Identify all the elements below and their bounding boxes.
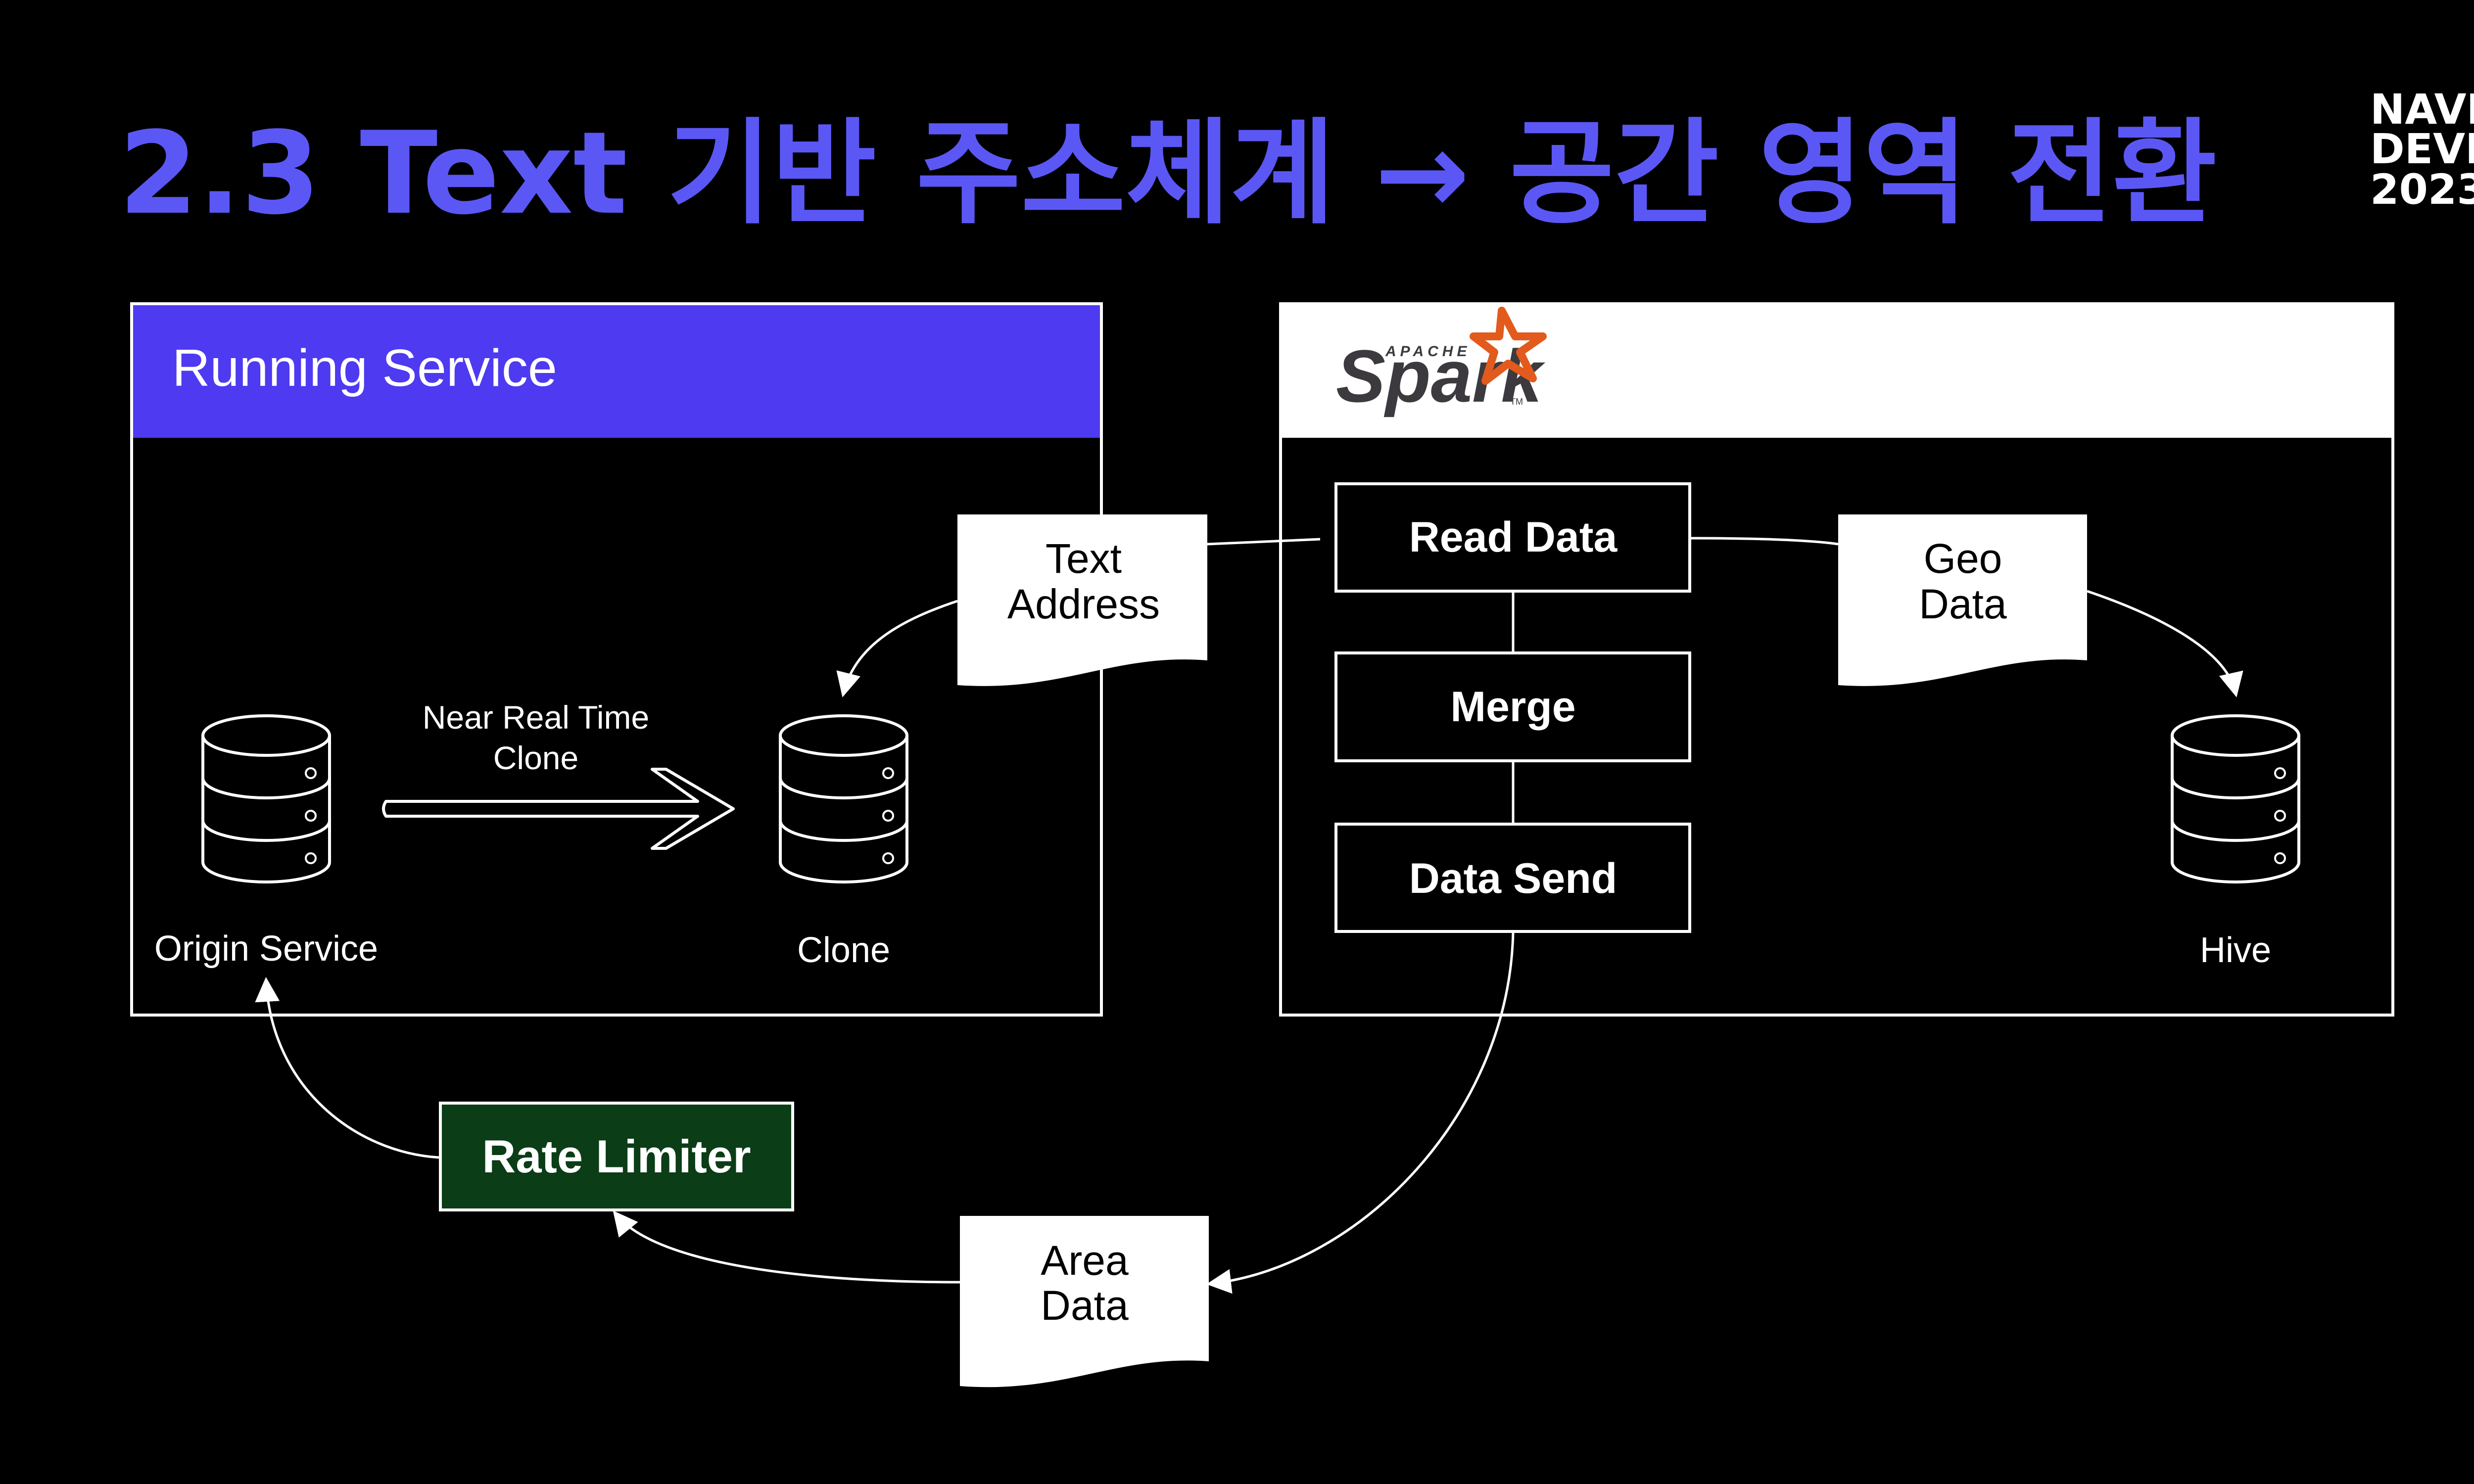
text-address-line-1: Text <box>1046 535 1122 582</box>
apache-spark-logo: APACHE Spark TM <box>1336 307 1547 417</box>
double-arrow-icon <box>382 768 735 850</box>
spark-logo-tm: TM <box>1510 397 1523 407</box>
read-data-node: Read Data <box>1334 482 1691 593</box>
running-service-panel: Running Service <box>130 302 1103 1017</box>
spark-logo-text: Spark <box>1336 334 1545 417</box>
connector-geo-to-hive <box>2087 590 2243 697</box>
geo-data-line-2: Data <box>1919 581 2007 627</box>
spark-header <box>1282 305 2391 438</box>
clone-database-icon <box>779 714 908 883</box>
brand-line-1: NAVER <box>2370 85 2474 134</box>
geo-data-doc: Geo Data <box>1838 514 2087 686</box>
connector-text-address-to-clone <box>836 600 958 697</box>
near-real-time-clone-arrow: Near Real Time Clone <box>382 699 735 850</box>
connector-read-to-text-address <box>1207 538 1321 546</box>
text-address-line-2: Address <box>1007 581 1160 627</box>
area-data-doc: Area Data <box>960 1216 1209 1388</box>
spark-star-icon <box>1470 307 1547 385</box>
hive-label: Hive <box>2200 930 2271 970</box>
area-data-line-1: Area <box>1041 1237 1129 1284</box>
text-address-doc: Text Address <box>957 514 1207 686</box>
merge-node: Merge <box>1334 651 1691 762</box>
connector-rate-limiter-to-origin <box>255 977 440 1159</box>
origin-service-label: Origin Service <box>154 929 378 969</box>
read-data-label: Read Data <box>1409 513 1618 561</box>
rate-limiter-label: Rate Limiter <box>482 1130 751 1182</box>
brand-line-3: 2023 <box>2370 165 2474 214</box>
hive-database-icon <box>2171 714 2300 883</box>
connector-send-to-area <box>1206 932 1515 1294</box>
merge-label: Merge <box>1450 683 1575 731</box>
arrow-label-line-1: Near Real Time <box>423 699 650 736</box>
connectors <box>255 537 2243 1294</box>
naver-deview-logo: NAVER DEVIEW 2023 <box>2370 85 2474 214</box>
connector-area-to-rate-limiter <box>613 1210 960 1284</box>
brand-line-2: DEVIEW <box>2370 125 2474 173</box>
area-data-line-2: Data <box>1041 1282 1129 1329</box>
spark-logo-apache: APACHE <box>1385 343 1471 360</box>
running-service-header <box>133 305 1100 438</box>
data-send-label: Data Send <box>1409 855 1618 902</box>
rate-limiter-node: Rate Limiter <box>439 1102 794 1211</box>
clone-label: Clone <box>797 930 890 970</box>
page-title: 2.3 Text 기반 주소체계 → 공간 영역 전환 <box>119 108 2217 240</box>
running-service-title: Running Service <box>172 339 557 397</box>
origin-service-database-icon <box>201 714 331 883</box>
connector-read-to-geo <box>1689 537 1839 546</box>
data-send-node: Data Send <box>1334 823 1691 933</box>
geo-data-line-1: Geo <box>1924 535 2002 582</box>
arrow-label-line-2: Clone <box>493 740 578 776</box>
